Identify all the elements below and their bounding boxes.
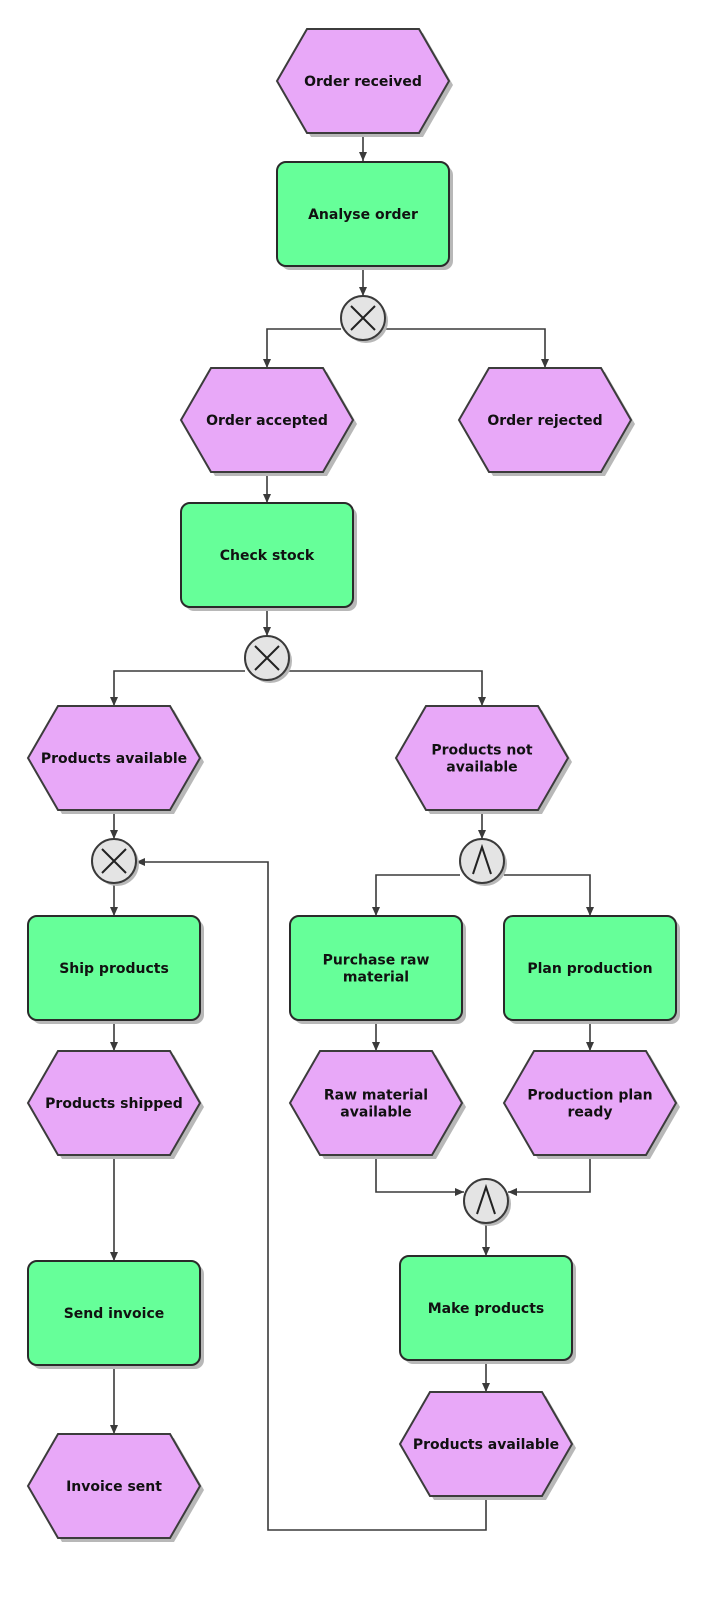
order-rejected-label: Order rejected [487, 413, 602, 429]
products-not-available-label-2: available [446, 760, 517, 776]
connector-circle [463, 1178, 509, 1224]
edge-production-plan-ready-to-and-2 [508, 1155, 591, 1196]
order-received-label: Order received [304, 74, 422, 90]
function-ship-products[interactable]: Ship products [27, 915, 204, 1024]
function-box [180, 502, 354, 608]
products-available-label: Products available [41, 751, 187, 767]
invoice-sent-label: Invoice sent [66, 1479, 162, 1495]
edge-xor-1-to-order-rejected [385, 328, 549, 368]
edge-and-1-to-plan-production [504, 874, 594, 916]
check-stock-label: Check stock [220, 548, 315, 564]
function-box [503, 915, 677, 1021]
products-not-available-label-1: Products not [431, 743, 533, 759]
function-box [27, 915, 201, 1021]
event-hexagon [275, 28, 451, 134]
event-hexagon [457, 367, 633, 473]
xor-connector-xor-3[interactable] [91, 838, 139, 886]
function-analyse-order[interactable]: Analyse order [276, 161, 453, 270]
event-order-received[interactable]: Order received [275, 28, 453, 137]
edge-products-available-2-to-xor-3 [136, 858, 487, 1531]
function-box [276, 161, 450, 267]
ship-products-label: Ship products [59, 961, 169, 977]
purchase-raw-material-label-1: Purchase raw [323, 953, 430, 969]
function-make-products[interactable]: Make products [399, 1255, 576, 1364]
function-box [399, 1255, 573, 1361]
plan-production-label: Plan production [527, 961, 652, 977]
xor-cross-icon [101, 848, 127, 874]
production-plan-ready-label-1: Production plan [527, 1088, 652, 1104]
raw-material-available-label-1: Raw material [324, 1088, 428, 1104]
edge-raw-material-available-to-and-2 [375, 1155, 464, 1196]
function-send-invoice[interactable]: Send invoice [27, 1260, 204, 1369]
event-hexagon [179, 367, 355, 473]
and-connector-and-1[interactable] [459, 838, 507, 886]
products-shipped-label: Products shipped [45, 1096, 183, 1112]
event-hexagon [394, 705, 570, 811]
event-hexagon [26, 705, 202, 811]
event-invoice-sent[interactable]: Invoice sent [26, 1433, 204, 1542]
event-products-shipped[interactable]: Products shipped [26, 1050, 204, 1159]
analyse-order-label: Analyse order [308, 207, 418, 223]
function-plan-production[interactable]: Plan production [503, 915, 680, 1024]
event-hexagon [288, 1050, 464, 1156]
event-products-available[interactable]: Products available [26, 705, 204, 814]
xor-connector-xor-2[interactable] [244, 635, 292, 683]
event-hexagon [26, 1050, 202, 1156]
send-invoice-label: Send invoice [64, 1306, 165, 1322]
edge-and-1-to-purchase-raw-material [372, 874, 460, 916]
event-hexagon [26, 1433, 202, 1539]
event-products-available-2[interactable]: Products available [398, 1391, 576, 1500]
purchase-raw-material-label-2: material [343, 970, 409, 986]
event-order-rejected[interactable]: Order rejected [457, 367, 635, 476]
xor-cross-icon [350, 305, 376, 331]
event-hexagon [398, 1391, 574, 1497]
function-box [27, 1260, 201, 1366]
make-products-label: Make products [428, 1301, 545, 1317]
raw-material-available-label-2: available [340, 1105, 411, 1121]
and-wedge-icon [476, 1183, 496, 1215]
production-plan-ready-label-2: ready [568, 1105, 613, 1121]
event-hexagon [502, 1050, 678, 1156]
products-available-2-label: Products available [413, 1437, 559, 1453]
edge-xor-2-to-products-not-available [289, 670, 486, 706]
edge-xor-1-to-order-accepted [263, 328, 341, 368]
function-box [289, 915, 463, 1021]
connector-circle [459, 838, 505, 884]
xor-cross-icon [254, 645, 280, 671]
and-connector-and-2[interactable] [463, 1178, 511, 1226]
event-order-accepted[interactable]: Order accepted [179, 367, 357, 476]
and-wedge-icon [472, 843, 492, 875]
edge-xor-2-to-products-available [110, 670, 245, 706]
function-check-stock[interactable]: Check stock [180, 502, 357, 611]
xor-connector-xor-1[interactable] [340, 295, 388, 343]
order-accepted-label: Order accepted [206, 413, 328, 429]
